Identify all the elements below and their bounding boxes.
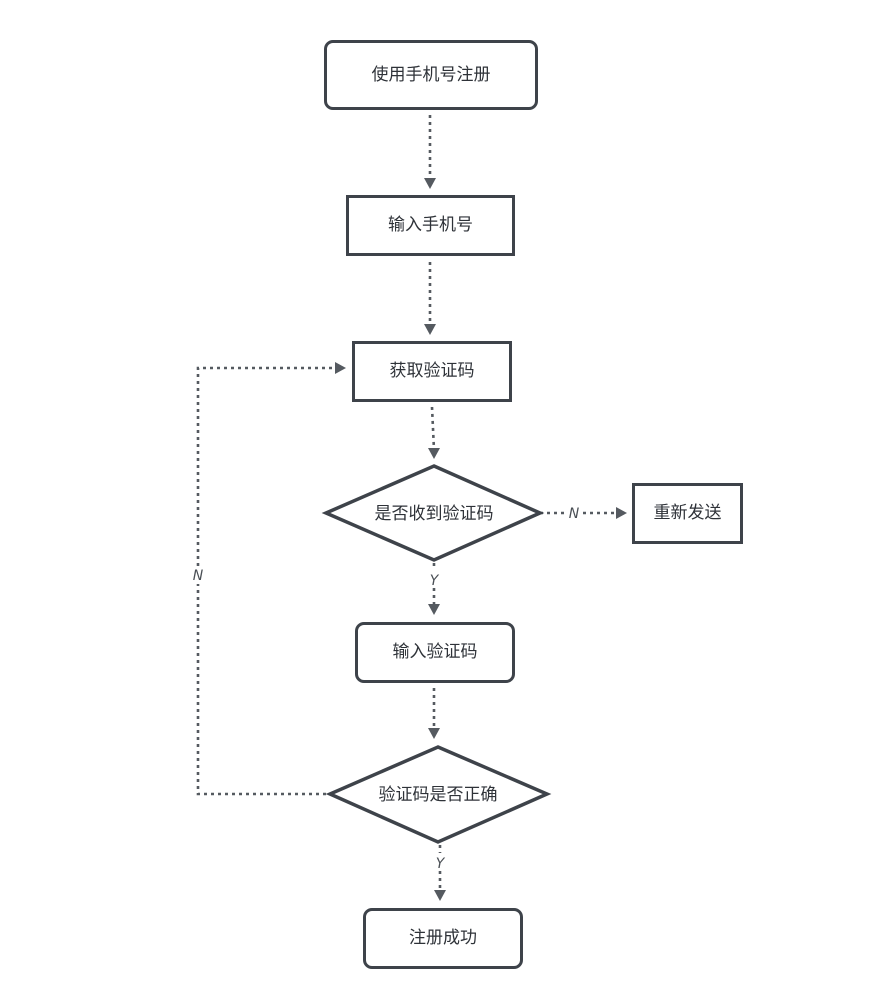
node-register-with-phone-label: 使用手机号注册 [371, 64, 491, 85]
node-get-code-label: 获取验证码 [389, 361, 475, 381]
arrow-head [428, 728, 440, 739]
edge-received-check-to-resend: N [540, 506, 627, 522]
edge-label-received-no: N [569, 506, 580, 522]
arrow-head [616, 507, 627, 519]
node-enter-code: 输入验证码 [355, 622, 515, 683]
decision-code-correct: 验证码是否正确 [325, 745, 552, 844]
edge-label-correct-no: N [193, 568, 204, 584]
node-resend: 重新发送 [632, 483, 743, 544]
arrow-head [335, 362, 346, 374]
node-register-success: 注册成功 [363, 908, 523, 969]
edge-correct-check-loop-to-get-code: N [193, 362, 346, 796]
decision-code-received: 是否收到验证码 [321, 464, 545, 562]
node-resend-label: 重新发送 [653, 503, 722, 523]
node-get-code: 获取验证码 [352, 341, 512, 402]
decision-code-received-label: 是否收到验证码 [375, 504, 494, 524]
edge-label-correct-yes: Y [436, 856, 446, 872]
edge-start-to-enter-phone [424, 115, 436, 189]
edge-enter-phone-to-get-code [424, 262, 436, 335]
arrow-head [434, 890, 446, 901]
arrow-head [424, 178, 436, 189]
node-enter-code-label: 输入验证码 [392, 642, 478, 662]
node-enter-phone-label: 输入手机号 [388, 215, 473, 235]
edge-correct-check-to-success: Y [434, 838, 446, 901]
node-register-success-label: 注册成功 [409, 928, 477, 948]
node-register-with-phone: 使用手机号注册 [324, 40, 538, 110]
edge-get-code-to-received-check [428, 406, 440, 459]
edge-label-received-yes: Y [430, 573, 440, 589]
arrow-head [428, 604, 440, 615]
decision-code-correct-label: 验证码是否正确 [379, 785, 498, 805]
arrow-head [424, 324, 436, 335]
arrow-head [428, 448, 440, 459]
node-enter-phone: 输入手机号 [346, 195, 515, 256]
edge-enter-code-to-correct-check [428, 688, 440, 739]
edge-received-check-to-enter-code: Y [428, 556, 440, 615]
